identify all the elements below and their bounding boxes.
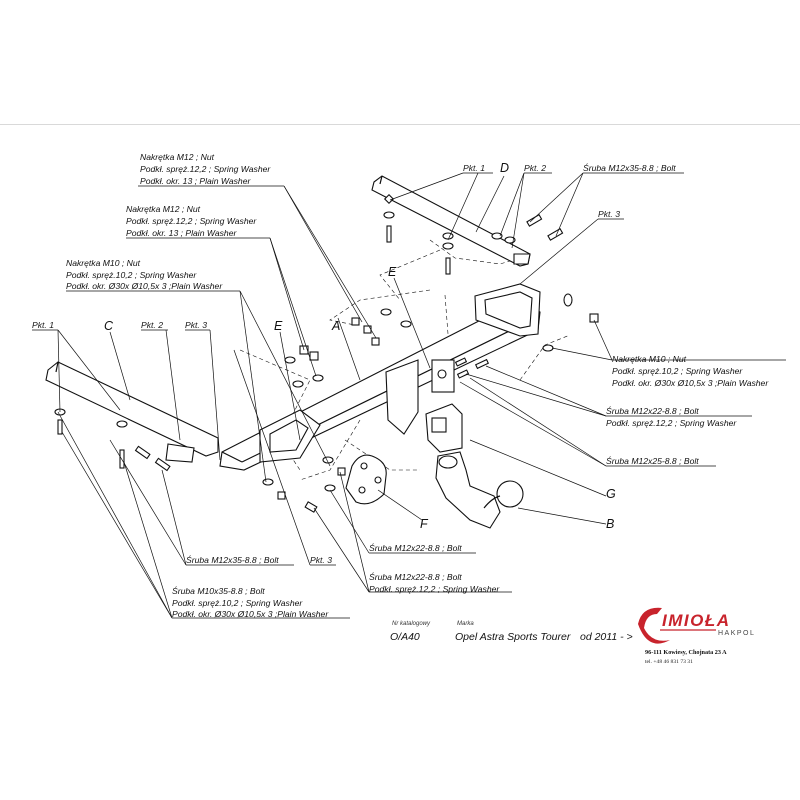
label-bolt-m10x35: Śruba M10x35-8.8 ; Bolt	[172, 585, 265, 596]
label-block-m10-right: Nakrętka M10 ; Nut Podkł. spręż.10,2 ; S…	[612, 354, 769, 388]
logo-subtext: HAKPOL	[718, 630, 755, 637]
label-m10-spring-washer: Podkł. spręż.10,2 ; Spring Washer	[66, 270, 197, 280]
label-bolt-m12x25: Śruba M12x25-8.8 ; Bolt	[606, 455, 699, 466]
catalog-info: Nr katalogowy Marka O/A40 Opel Astra Spo…	[390, 621, 633, 643]
label-pkt3-bottom: Pkt. 3	[310, 555, 332, 565]
bracket-c	[45, 361, 219, 463]
letter-e-left: E	[274, 319, 283, 333]
label-bolt-m12x35-bottom: Śruba M12x35-8.8 ; Bolt	[186, 554, 279, 565]
label-block-m10-left: Nakrętka M10 ; Nut Podkł. spręż.10,2 ; S…	[66, 258, 223, 291]
company-address: 96-111 Kowiesy, Chojnata 23 A	[645, 649, 727, 656]
catalog-code: O/A40	[390, 631, 420, 643]
fasteners	[54, 193, 599, 513]
socket-plate-f	[345, 454, 387, 505]
label-block-m12-mid: Nakrętka M12 ; Nut Podkł. spręż.12,2 ; S…	[126, 204, 257, 238]
brand-label: Marka	[457, 621, 474, 627]
label-block-m12x22-bottom: Śruba M12x22-8.8 ; Bolt Podkł. spręż.12,…	[369, 571, 500, 594]
label-bolt-m12x35-top: Śruba M12x35-8.8 ; Bolt	[583, 162, 676, 173]
company-logo: IMIOŁA HAKPOL	[638, 607, 755, 644]
letter-a: A	[331, 319, 340, 333]
label-m12-nut-2: Nakrętka M12 ; Nut	[126, 204, 201, 214]
logo-hook-icon	[638, 607, 670, 644]
label-bolt-m12x22-bottom-2: Śruba M12x22-8.8 ; Bolt	[369, 571, 462, 582]
company-phone: tel. +48 46 831 73 31	[645, 659, 693, 665]
vehicle-model: Opel Astra Sports Tourer	[455, 631, 571, 643]
label-pkt2-top: Pkt. 2	[524, 163, 546, 173]
crossbar-a	[219, 283, 541, 471]
label-m10-plain-washer: Podkł. okr. Ø30x Ø10,5x 3 ;Plain Washer	[66, 281, 223, 291]
leader-lines	[32, 172, 786, 619]
logo-text: IMIOŁA	[662, 611, 731, 630]
label-block-m10x35: Śruba M10x35-8.8 ; Bolt Podkł. spręż.10,…	[172, 585, 329, 619]
label-block-m12x22-right: Śruba M12x22-8.8 ; Bolt Podkł. spręż.12,…	[606, 405, 737, 428]
label-plain-washer-m10: Podkł. okr. Ø30x Ø10,5x 3 ;Plain Washer	[172, 609, 329, 619]
letter-c: C	[104, 319, 114, 333]
label-spring-washer-m10: Podkł. spręż.10,2 ; Spring Washer	[172, 598, 303, 608]
label-spring-washer-bottom: Podkł. spręż.12,2 ; Spring Washer	[369, 584, 500, 594]
letter-b: B	[606, 517, 614, 531]
letter-e-right: E	[388, 265, 397, 279]
label-m10-nut: Nakrętka M10 ; Nut	[66, 258, 141, 268]
label-block-m12-top: Nakrętka M12 ; Nut Podkł. spręż.12,2 ; S…	[140, 152, 271, 186]
label-m12-plain-washer: Podkł. okr. 13 ; Plain Washer	[140, 176, 251, 186]
label-pkt3-top: Pkt. 3	[598, 209, 620, 219]
letter-f: F	[420, 517, 429, 531]
label-m12-nut: Nakrętka M12 ; Nut	[140, 152, 215, 162]
mounting-plate-g	[425, 403, 463, 453]
label-pkt1-top: Pkt. 1	[463, 163, 485, 173]
label-pkt2-left: Pkt. 2	[141, 320, 163, 330]
letter-d: D	[500, 161, 509, 175]
tow-ball-b	[435, 451, 524, 529]
label-bolt-m12x22-right: Śruba M12x22-8.8 ; Bolt	[606, 405, 699, 416]
label-pkt3-left: Pkt. 3	[185, 320, 207, 330]
label-m10-plain-washer-right: Podkł. okr. Ø30x Ø10,5x 3 ;Plain Washer	[612, 378, 769, 388]
top-divider	[0, 124, 800, 125]
label-m10-nut-right: Nakrętka M10 ; Nut	[612, 354, 687, 364]
bracket-d	[371, 175, 531, 267]
model-years: od 2011 - >	[580, 631, 633, 643]
label-bolt-m12x22-bottom: Śruba M12x22-8.8 ; Bolt	[369, 542, 462, 553]
letter-g: G	[606, 487, 616, 501]
label-m12-plain-washer-2: Podkł. okr. 13 ; Plain Washer	[126, 228, 237, 238]
label-pkt1-left: Pkt. 1	[32, 320, 54, 330]
label-m12-spring-washer-2: Podkł. spręż.12,2 ; Spring Washer	[126, 216, 257, 226]
label-m10-spring-washer-right: Podkł. spręż.10,2 ; Spring Washer	[612, 366, 743, 376]
catalog-number-label: Nr katalogowy	[392, 621, 431, 627]
label-m12-spring-washer: Podkł. spręż.12,2 ; Spring Washer	[140, 164, 271, 174]
label-spring-washer-right: Podkł. spręż.12,2 ; Spring Washer	[606, 418, 737, 428]
